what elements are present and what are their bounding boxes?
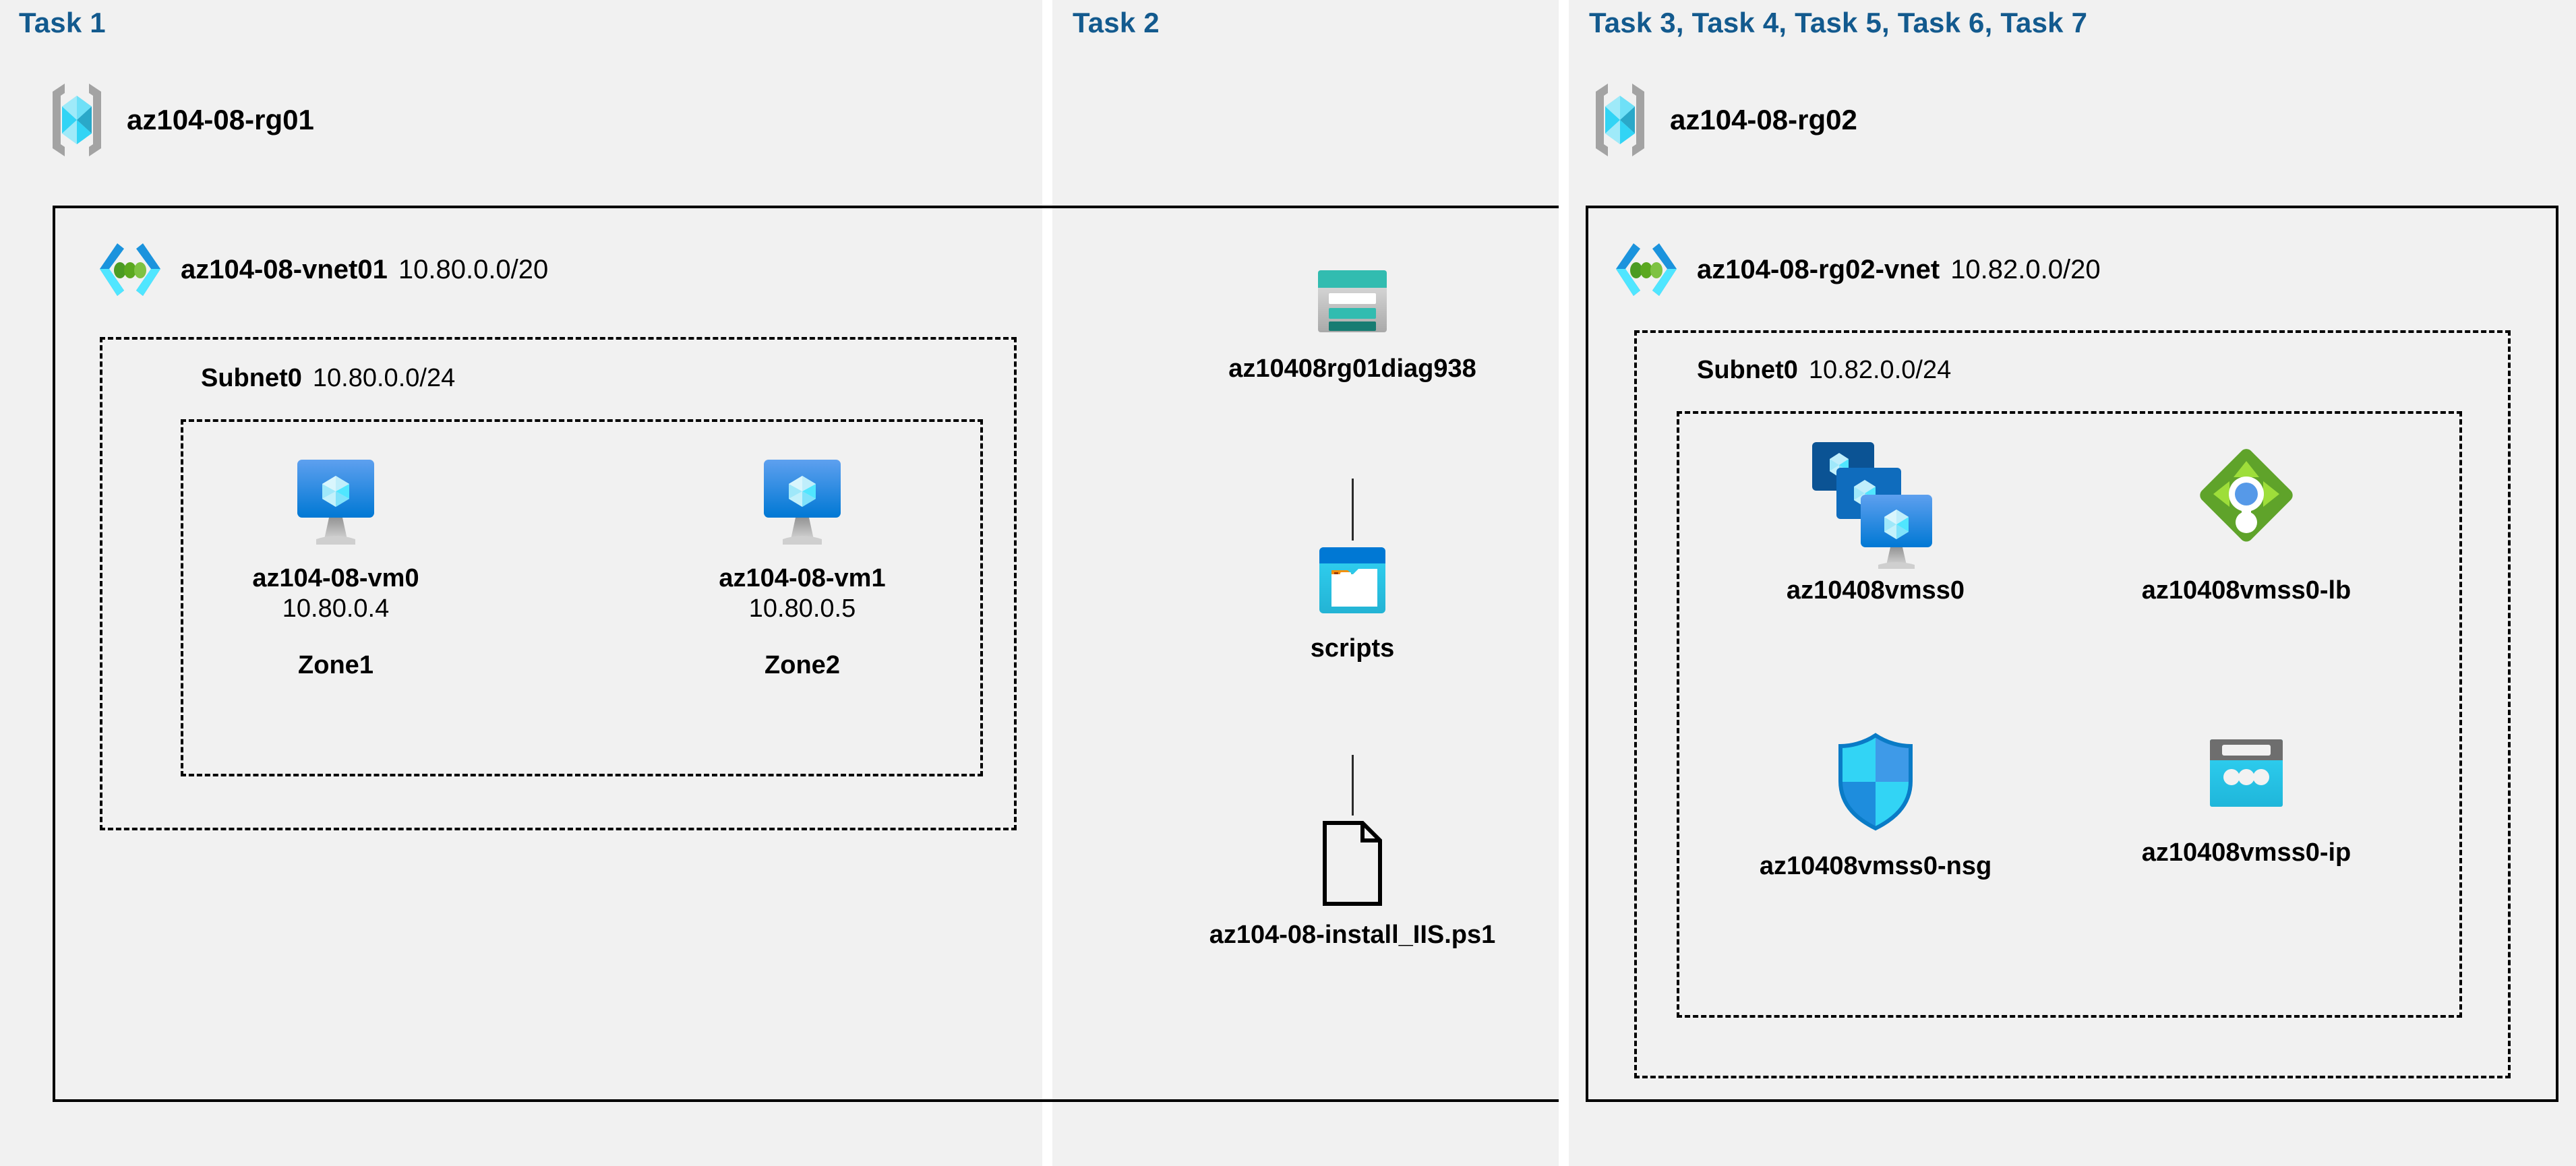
subnet-cidr: 10.80.0.0/24 (312, 364, 456, 392)
vm-scale-set-icon (1808, 438, 1943, 569)
vm-ip: 10.80.0.4 (282, 594, 390, 623)
vm-name: az104-08-vm0 (252, 564, 419, 592)
vnet-box-az104-08-rg02-vnet (1586, 206, 2558, 1102)
load-balancer-icon (2189, 438, 2304, 553)
resource-group-az104-08-rg02[interactable]: az104-08-rg02 (1588, 81, 1857, 159)
task-3-7-title: Task 3, Task 4, Task 5, Task 6, Task 7 (1589, 7, 2088, 38)
public-ip-address-icon (2200, 731, 2292, 819)
zone-group-box (181, 419, 983, 776)
nsg-name: az10408vmss0-nsg (1759, 852, 1992, 880)
blob-container-icon (1311, 539, 1394, 621)
vmss-name: az10408vmss0 (1786, 576, 1965, 605)
storage-account-name: az10408rg01diag938 (1228, 355, 1476, 383)
virtual-machine-icon (287, 453, 385, 551)
vm-zone: Zone2 (765, 650, 840, 679)
subnet-label-subnet0: Subnet0 10.80.0.0/24 (201, 364, 455, 393)
connector-storage-to-container (1352, 479, 1354, 541)
network-security-group-icon (1832, 731, 1919, 832)
resource-group-name: az104-08-rg01 (127, 104, 314, 135)
virtual-network-icon (94, 239, 166, 300)
connector-container-to-file (1352, 755, 1354, 816)
panel-task-3-7: Task 3, Task 4, Task 5, Task 6, Task 7 a… (1569, 0, 2576, 1166)
vnet-label-az104-08-rg02-vnet[interactable]: az104-08-rg02-vnet 10.82.0.0/20 (1611, 239, 2101, 300)
load-balancer-name: az10408vmss0-lb (2141, 576, 2352, 605)
task-2-title: Task 2 (1073, 7, 1160, 38)
virtual-network-icon (1611, 239, 1682, 300)
subnet-box-subnet0 (1634, 330, 2511, 1078)
blob-container-node[interactable]: scripts (1251, 539, 1454, 664)
vm-node-az104-08-vm1[interactable]: az104-08-vm1 10.80.0.5 Zone2 (688, 453, 917, 680)
resource-group-icon (44, 81, 109, 159)
resource-group-icon (1588, 81, 1652, 159)
storage-account-icon (1311, 259, 1394, 342)
panel-task-2: Task 2 az10408rg01diag938 (1052, 0, 1559, 1166)
load-balancer-node-az10408vmss0-lb[interactable]: az10408vmss0-lb (2101, 438, 2391, 606)
vm-node-az104-08-vm0[interactable]: az104-08-vm0 10.80.0.4 Zone1 (221, 453, 450, 680)
resource-group-az104-08-rg01[interactable]: az104-08-rg01 (44, 81, 314, 159)
vnet-name: az104-08-rg02-vnet (1697, 254, 1940, 284)
vnet-label-az104-08-vnet01[interactable]: az104-08-vnet01 10.80.0.0/20 (94, 239, 548, 300)
subnet-label-subnet0: Subnet0 10.82.0.0/24 (1697, 356, 1951, 385)
panel-task-1: Task 1 az104-08-rg01 (0, 0, 1474, 1166)
file-node[interactable]: az104-08-install_IIS.ps1 (1116, 819, 1588, 950)
resource-group-name: az104-08-rg02 (1670, 104, 1857, 135)
vmss-node-az10408vmss0[interactable]: az10408vmss0 (1731, 438, 2020, 606)
subnet-cidr: 10.82.0.0/24 (1808, 356, 1952, 384)
file-name: az104-08-install_IIS.ps1 (1209, 921, 1496, 949)
public-ip-name: az10408vmss0-ip (2141, 838, 2352, 867)
task-1-title: Task 1 (19, 7, 106, 38)
vm-ip: 10.80.0.5 (748, 594, 856, 623)
subnet-name: Subnet0 (1697, 356, 1798, 384)
task-2-container-box (1052, 206, 1559, 1102)
vm-zone: Zone1 (298, 650, 373, 679)
virtual-machine-icon (753, 453, 851, 551)
vm-name: az104-08-vm1 (719, 564, 886, 592)
subnet-box-subnet0 (100, 337, 1017, 830)
public-ip-node-az10408vmss0-ip[interactable]: az10408vmss0-ip (2101, 731, 2391, 868)
file-icon (1315, 819, 1389, 908)
subnet-resources-box (1677, 411, 2462, 1018)
vnet-cidr: 10.82.0.0/20 (1950, 254, 2101, 284)
container-name: scripts (1310, 634, 1395, 663)
subnet-name: Subnet0 (201, 364, 302, 392)
nsg-node-az10408vmss0-nsg[interactable]: az10408vmss0-nsg (1731, 731, 2020, 882)
storage-account-node[interactable]: az10408rg01diag938 (1170, 259, 1534, 384)
vnet-cidr: 10.80.0.0/20 (398, 254, 549, 284)
vnet-name: az104-08-vnet01 (181, 254, 388, 284)
